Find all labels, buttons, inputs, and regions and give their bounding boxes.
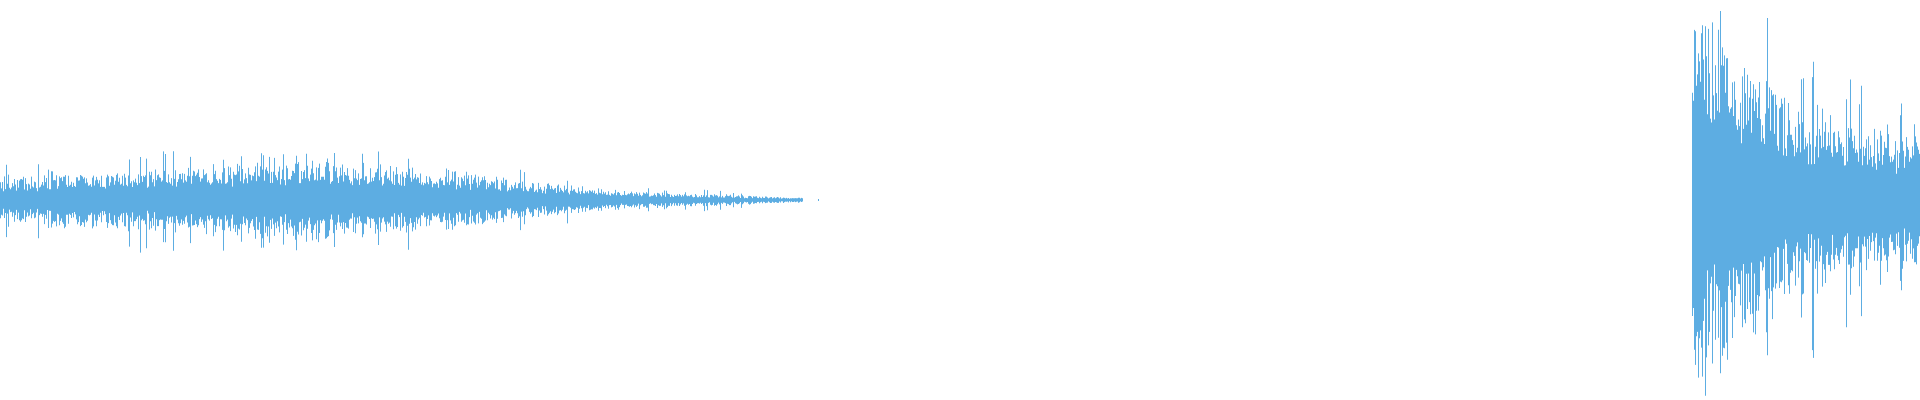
waveform-dots <box>818 199 819 201</box>
waveform-dot <box>818 199 819 201</box>
waveform-bars <box>0 11 1920 396</box>
